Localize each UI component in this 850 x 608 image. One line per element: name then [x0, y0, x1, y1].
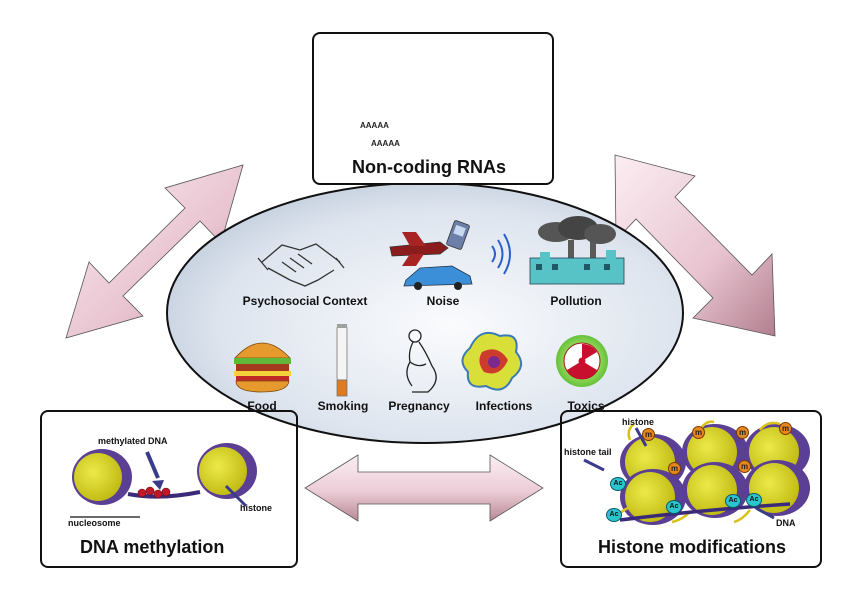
pathogen-icon [461, 332, 523, 391]
methyl-mark: m [642, 428, 655, 441]
acetyl-mark: Ac [666, 500, 682, 514]
arrow-left-diagonal [65, 164, 244, 339]
histone-mods-title: Histone modifications [598, 537, 787, 557]
ncrna-box [312, 32, 554, 185]
nucleosome-right [197, 443, 257, 499]
dna-pointer [755, 506, 775, 520]
histone-label-right: histone [622, 417, 655, 427]
nucleosome-label: nucleosome [68, 518, 121, 528]
radiation-icon [556, 335, 608, 387]
cigarette-icon [336, 324, 348, 397]
dna-strand-histones [619, 502, 791, 522]
factor-label-infections: Infections [475, 399, 533, 413]
arrow-right-diagonal [614, 154, 776, 337]
histone-pointer-right [634, 427, 648, 447]
methyl-mark: m [692, 426, 705, 439]
dna-methylation-title: DNA methylation [80, 537, 225, 557]
factory-smoke-icon [529, 216, 625, 285]
methyl-mark: m [668, 462, 681, 475]
burger-icon [234, 342, 291, 393]
dna-label: DNA [776, 518, 796, 528]
acetyl-mark: Ac [725, 494, 741, 508]
histone-pointer-left [224, 484, 248, 508]
methyl-mark: m [736, 426, 749, 439]
factor-label-smoking: Smoking [317, 399, 369, 413]
methyl-mark: m [738, 460, 751, 473]
factor-label-noise: Noise [426, 294, 460, 308]
acetyl-mark: Ac [746, 493, 762, 507]
methyl-mark: m [779, 422, 792, 435]
acetyl-mark: Ac [606, 508, 622, 522]
dna-linker [127, 490, 201, 499]
methylated-dna-label: methylated DNA [98, 436, 168, 446]
histone-label-left: histone [240, 503, 273, 513]
methyl-groups [137, 486, 171, 499]
factor-label-toxics: Toxics [567, 399, 605, 413]
histone-tail-pointer [583, 458, 605, 472]
airplane-car-phone-icon [389, 220, 511, 290]
pregnant-woman-icon [406, 329, 437, 393]
acetyl-mark: Ac [610, 477, 626, 491]
ncrna-title: Non-coding RNAs [352, 157, 506, 177]
factor-label-pollution: Pollution [550, 294, 602, 308]
dna-methylation-box [40, 410, 298, 568]
histone-tail-label: histone tail [564, 447, 612, 457]
factor-label-pregnancy: Pregnancy [388, 399, 450, 413]
methylated-dna-pointer [145, 451, 160, 479]
poly-a-label: AAAAA [360, 121, 389, 130]
histone-mods-box [560, 410, 822, 568]
factor-label-food: Food [247, 399, 277, 413]
arrow-bottom-horizontal [304, 454, 544, 522]
poly-a-label: AAAAA [371, 139, 400, 148]
handshake-icon [257, 243, 345, 287]
nucleosome-left [72, 449, 132, 505]
factor-label-psychosocial: Psychosocial Context [242, 294, 368, 308]
